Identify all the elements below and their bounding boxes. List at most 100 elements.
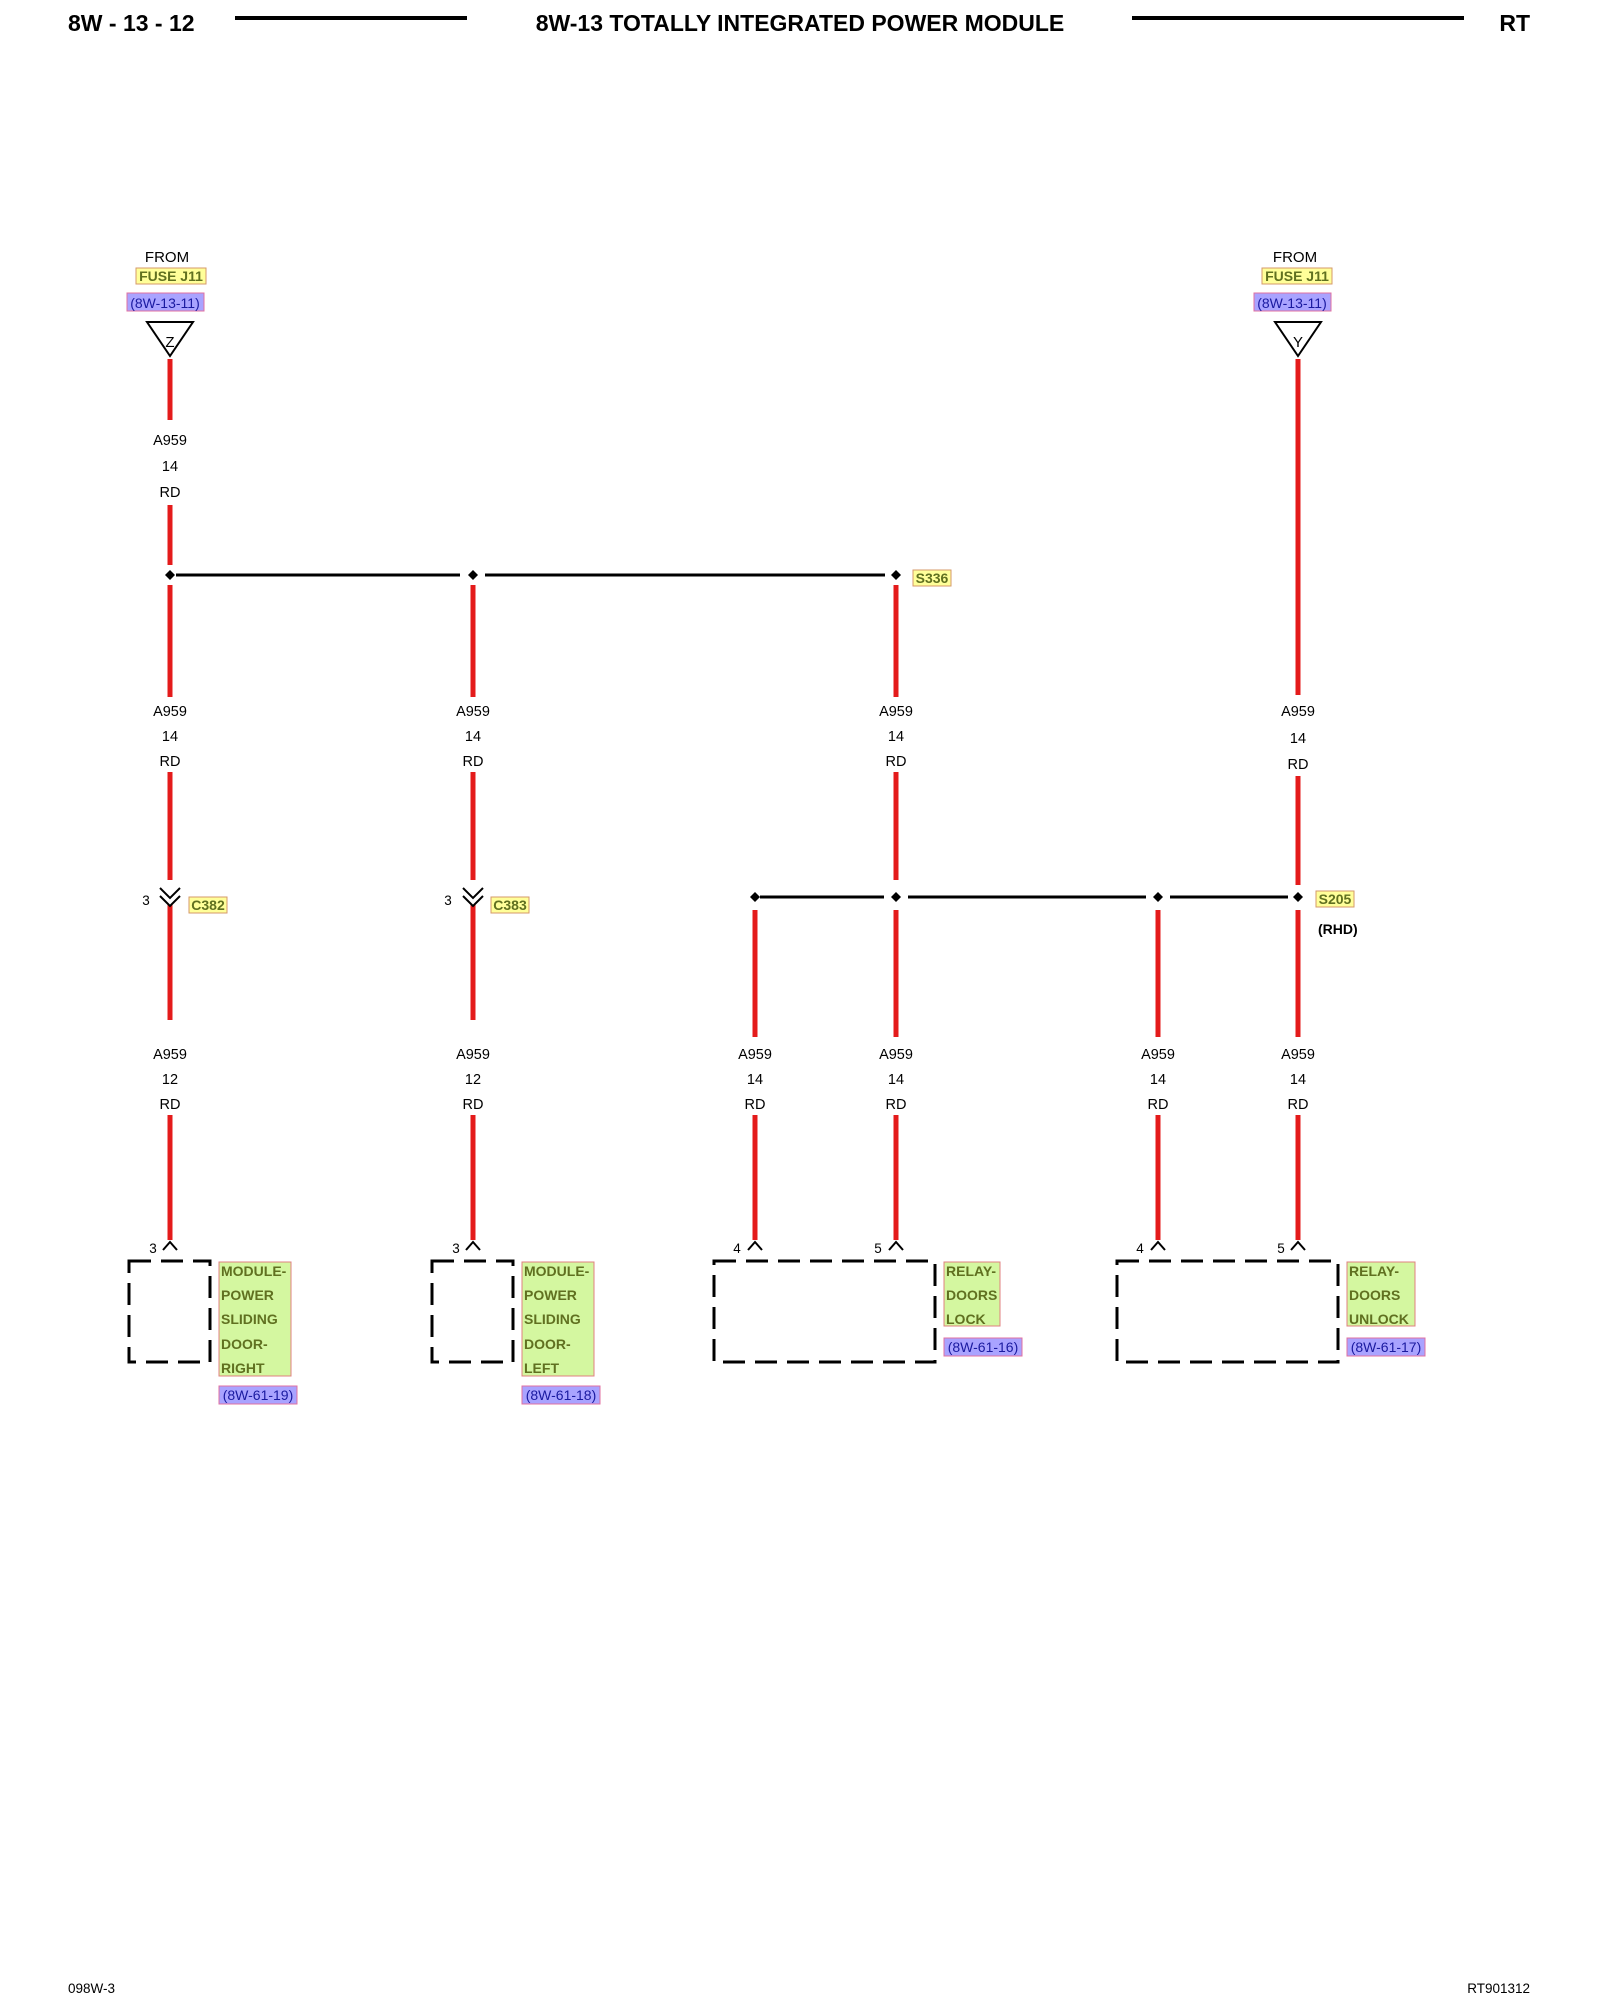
footer-left-code: 098W-3: [68, 1981, 115, 1996]
wire-gauge: 14: [465, 729, 481, 745]
connector-pin: 3: [142, 893, 150, 908]
splice-dot: [1153, 892, 1163, 902]
wire-gauge: 12: [162, 1072, 178, 1088]
splice-s205: S205 (RHD): [750, 890, 1358, 937]
component-label-line: SLIDING: [221, 1311, 278, 1327]
fuse-label: FUSE J11: [1265, 268, 1329, 284]
splice-dot: [891, 570, 901, 580]
ref-tag: [943, 1337, 1023, 1357]
model-code: RT: [1499, 10, 1530, 36]
wire-gauge: 14: [162, 729, 178, 745]
wire-color: RD: [160, 754, 181, 770]
component-label-tag: [521, 1261, 595, 1377]
wire-gauge: 14: [1290, 731, 1306, 747]
page-ref: 8W - 13 - 12: [68, 10, 195, 36]
connector-name: C383: [493, 897, 527, 913]
component-label-line: SLIDING: [524, 1311, 581, 1327]
component-outline: [712, 1259, 937, 1364]
component-label-line: DOOR-: [524, 1336, 571, 1352]
wire-circuit: A959: [456, 1047, 490, 1063]
terminal-icon: [888, 1240, 904, 1251]
terminal-icon: [1150, 1240, 1166, 1251]
component-label-line: DOORS: [1349, 1287, 1400, 1303]
component-outline: [1115, 1259, 1340, 1364]
wire-label: A959 14 RD: [153, 433, 187, 501]
wire-circuit: A959: [1281, 1047, 1315, 1063]
wires: [167, 359, 1301, 1240]
wire-color: RD: [886, 1097, 907, 1113]
wire-circuit: A959: [153, 1047, 187, 1063]
terminal-pin: 3: [149, 1241, 157, 1256]
terminal-pin: 5: [874, 1241, 882, 1256]
terminal-pin: 4: [733, 1241, 741, 1256]
component-label-line: UNLOCK: [1349, 1311, 1409, 1327]
wire-circuit: A959: [879, 1047, 913, 1063]
component-ref-link[interactable]: (8W-61-17): [1351, 1339, 1422, 1355]
from-label: FROM: [145, 249, 189, 266]
splice-tag: [1315, 890, 1355, 908]
source-connector-icon: [145, 321, 195, 358]
wire-color: RD: [1288, 757, 1309, 773]
wire-gauge: 14: [1150, 1072, 1166, 1088]
wire-labels: A959 14 RD A959 14 RD A959 14 RD A959 14…: [153, 433, 1315, 1113]
wire-circuit: A959: [153, 704, 187, 720]
wire-color: RD: [463, 754, 484, 770]
wire-color: RD: [160, 1097, 181, 1113]
wire-gauge: 14: [888, 729, 904, 745]
component-ref-link[interactable]: (8W-61-18): [526, 1387, 597, 1403]
source-ref-link[interactable]: (8W-13-11): [130, 295, 200, 311]
connector-name: C382: [191, 897, 225, 913]
source-ref-link[interactable]: (8W-13-11): [1257, 295, 1327, 311]
terminal-icon: [1290, 1240, 1306, 1251]
wire-circuit: A959: [153, 433, 187, 449]
source-connector-icon: [1273, 321, 1323, 358]
wire-label: A959 12 RD: [456, 1047, 490, 1113]
component-label-line: LOCK: [946, 1311, 986, 1327]
component-psd-right[interactable]: MODULE- POWER SLIDING DOOR- RIGHT (8W-61…: [127, 1259, 298, 1405]
ref-tag: [1253, 292, 1332, 312]
component-label-tag: [943, 1261, 1001, 1327]
wire-circuit: A959: [738, 1047, 772, 1063]
wire-circuit: A959: [1141, 1047, 1175, 1063]
wire-label: A959 14 RD: [738, 1047, 772, 1113]
splice-tag: [912, 569, 952, 587]
page-title: 8W-13 TOTALLY INTEGRATED POWER MODULE: [536, 10, 1065, 36]
component-label-tag: [218, 1261, 292, 1377]
component-relay-doors-unlock[interactable]: RELAY- DOORS UNLOCK (8W-61-17): [1115, 1259, 1426, 1364]
wire-color: RD: [1148, 1097, 1169, 1113]
terminal-icon: [465, 1240, 481, 1251]
component-ref-link[interactable]: (8W-61-16): [948, 1339, 1019, 1355]
wire-label: A959 14 RD: [879, 1047, 913, 1113]
connector-c382: 3 C382: [142, 887, 228, 914]
from-label: FROM: [1273, 249, 1317, 266]
splice-dot: [468, 570, 478, 580]
component-outline: [127, 1259, 212, 1364]
wire-label: A959 14 RD: [1281, 704, 1315, 773]
wire-label: A959 14 RD: [1141, 1047, 1175, 1113]
wire-color: RD: [463, 1097, 484, 1113]
component-relay-doors-lock[interactable]: RELAY- DOORS LOCK (8W-61-16): [712, 1259, 1023, 1364]
splice-name: S336: [916, 570, 949, 586]
wire-color: RD: [1288, 1097, 1309, 1113]
splice-dot: [165, 570, 175, 580]
component-psd-left[interactable]: MODULE- POWER SLIDING DOOR- LEFT (8W-61-…: [430, 1259, 601, 1405]
fuse-label: FUSE J11: [139, 268, 203, 284]
connector-pin: 3: [444, 893, 452, 908]
component-label-line: MODULE-: [221, 1263, 287, 1279]
component-label-line: RELAY-: [946, 1263, 996, 1279]
splice-dot: [750, 892, 760, 902]
connector-chevron-icon: [462, 895, 484, 908]
source-right: FROM FUSE J11 (8W-13-11) Y: [1253, 249, 1333, 358]
wire-gauge: 12: [465, 1072, 481, 1088]
ref-tag: [521, 1385, 601, 1405]
wire-label: A959 14 RD: [879, 704, 913, 770]
ref-tag: [1346, 1337, 1426, 1357]
connector-chevron-icon: [159, 895, 181, 908]
connector-chevron-icon: [159, 887, 181, 900]
connector-c383: 3 C383: [444, 887, 530, 914]
terminal-icon: [747, 1240, 763, 1251]
component-ref-link[interactable]: (8W-61-19): [223, 1387, 294, 1403]
connector-letter: Y: [1293, 334, 1303, 351]
fuse-tag: [1261, 267, 1333, 285]
connector-tag: [188, 896, 228, 914]
